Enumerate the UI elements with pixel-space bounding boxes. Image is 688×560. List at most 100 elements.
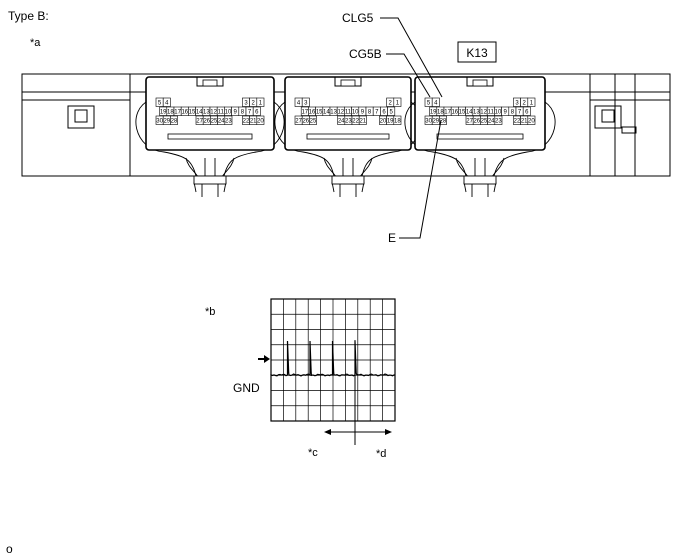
svg-text:24: 24 (218, 119, 225, 125)
pin-b1-6: 6 (252, 106, 261, 116)
svg-text:11: 11 (488, 110, 495, 116)
svg-text:17: 17 (174, 110, 181, 116)
svg-text:17: 17 (301, 110, 308, 116)
svg-text:13: 13 (203, 110, 210, 116)
scope-waveform-trace (270, 340, 396, 377)
pin-b3-24: 24 (487, 115, 495, 125)
pin-b2-21: 21 (358, 115, 367, 125)
svg-text:11: 11 (218, 110, 225, 116)
svg-text:7: 7 (375, 110, 379, 116)
pin-b2-10: 10 (351, 106, 359, 116)
svg-text:3: 3 (304, 101, 308, 107)
pin-b3-18: 18 (436, 106, 444, 116)
svg-text:5: 5 (390, 110, 394, 116)
svg-text:18: 18 (167, 110, 174, 116)
pin-b1-17: 17 (173, 106, 182, 116)
pin-b3-22: 22 (513, 115, 521, 125)
svg-text:21: 21 (359, 119, 366, 125)
pin-b1-10: 10 (224, 106, 232, 116)
pin-b2-17: 17 (300, 106, 309, 116)
pin-b3-6: 6 (522, 106, 531, 116)
pin-b2-19: 19 (386, 115, 394, 125)
pin-b3-1: 1 (527, 97, 536, 107)
svg-text:4: 4 (165, 101, 169, 107)
svg-text:18: 18 (437, 110, 444, 116)
pin-b1-14: 14 (195, 106, 203, 116)
svg-text:5: 5 (427, 101, 431, 107)
mounting-bracket-right (594, 105, 637, 134)
connector-key-slot-2 (306, 133, 390, 140)
pin-b2-8: 8 (365, 106, 374, 116)
callout-a: *a (30, 37, 41, 49)
svg-text:20: 20 (380, 119, 387, 125)
pin-b1-24: 24 (217, 115, 225, 125)
pin-b2-13: 13 (329, 106, 338, 116)
svg-text:20: 20 (528, 119, 535, 125)
svg-text:2: 2 (252, 101, 256, 107)
pin-b1-21: 21 (249, 115, 257, 125)
pin-b2-11: 11 (344, 106, 352, 116)
pin-b2-22: 22 (351, 115, 360, 125)
svg-text:21: 21 (521, 119, 528, 125)
pin-b1-19: 19 (159, 106, 167, 116)
svg-text:27: 27 (466, 119, 473, 125)
connector-label-k13: K13 (457, 41, 497, 63)
svg-text:14: 14 (466, 110, 473, 116)
svg-text:7: 7 (518, 110, 522, 116)
svg-text:16: 16 (181, 110, 188, 116)
svg-text:25: 25 (310, 119, 317, 125)
pin-b3-23: 23 (494, 115, 502, 125)
svg-text:1: 1 (259, 101, 263, 107)
svg-text:8: 8 (368, 110, 372, 116)
pin-b3-15: 15 (458, 106, 466, 116)
svg-text:9: 9 (361, 110, 365, 116)
pin-b2-24: 24 (337, 115, 345, 125)
callout-b: *b (205, 306, 215, 318)
pin-b3-12: 12 (479, 106, 488, 116)
svg-text:12: 12 (210, 110, 217, 116)
pin-b3-14: 14 (465, 106, 473, 116)
pin-b1-22: 22 (242, 115, 250, 125)
pin-b3-2: 2 (520, 97, 529, 107)
pin-b3-16: 16 (450, 106, 459, 116)
svg-text:21: 21 (250, 119, 257, 125)
pin-b3-25: 25 (480, 115, 488, 125)
svg-text:10: 10 (225, 110, 232, 116)
svg-text:20: 20 (257, 119, 264, 125)
svg-text:27: 27 (295, 119, 302, 125)
pin-b3-13: 13 (472, 106, 480, 116)
mounting-bracket-left (67, 105, 95, 129)
svg-text:24: 24 (488, 119, 495, 125)
pin-b1-20: 20 (256, 115, 264, 125)
pin-b2-4: 4 (294, 97, 303, 107)
svg-text:26: 26 (302, 119, 309, 125)
pin-b2-14: 14 (322, 106, 330, 116)
svg-text:19: 19 (387, 119, 394, 125)
pin-b3-19: 19 (429, 106, 437, 116)
svg-text:13: 13 (330, 110, 337, 116)
pin-b1-5: 5 (155, 97, 164, 107)
pin-b2-12: 12 (336, 106, 345, 116)
pin-b3-10: 10 (494, 106, 502, 116)
pin-b1-23: 23 (224, 115, 232, 125)
pin-b1-18: 18 (166, 106, 174, 116)
pin-b3-11: 11 (486, 106, 495, 116)
svg-text:12: 12 (337, 110, 344, 116)
pin-b3-21: 21 (520, 115, 528, 125)
svg-text:4: 4 (434, 101, 438, 107)
pin-b1-7: 7 (245, 106, 254, 116)
svg-text:23: 23 (225, 119, 232, 125)
pin-b3-26: 26 (472, 115, 481, 125)
svg-text:24: 24 (338, 119, 345, 125)
svg-text:14: 14 (196, 110, 203, 116)
svg-text:6: 6 (255, 110, 259, 116)
pin-b1-26: 26 (202, 115, 211, 125)
pin-b2-23: 23 (344, 115, 352, 125)
pin-b2-27: 27 (294, 115, 303, 125)
pin-b1-25: 25 (210, 115, 218, 125)
pin-b1-13: 13 (202, 106, 210, 116)
wire-harness-1 (135, 99, 285, 197)
svg-text:14: 14 (323, 110, 330, 116)
svg-text:17: 17 (444, 110, 451, 116)
